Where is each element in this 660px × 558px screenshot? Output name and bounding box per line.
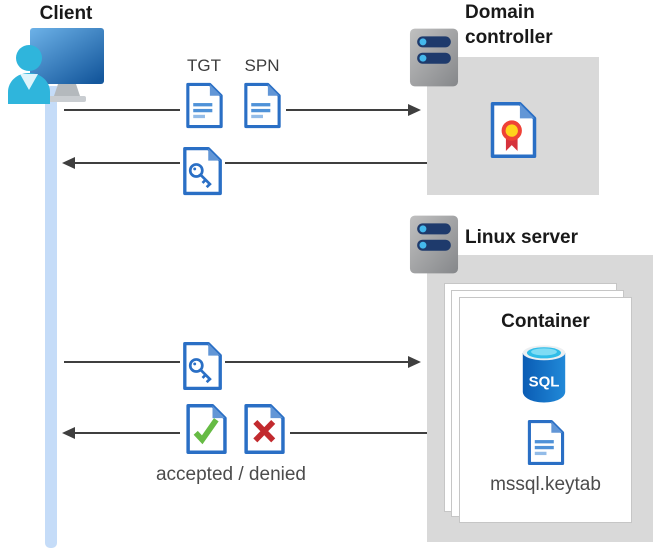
arrow-client-to-server-head-icon — [408, 356, 421, 368]
accepted-denied-label: accepted / denied — [155, 464, 306, 485]
monitor-icon — [30, 28, 104, 84]
domain-controller-server-icon — [409, 28, 459, 87]
spn-document-icon — [244, 82, 281, 129]
certificate-icon — [490, 102, 537, 158]
linux-server-label: Linux server — [465, 227, 578, 248]
client-label: Client — [39, 3, 93, 24]
arrow-server-to-client-head-icon — [62, 427, 75, 439]
arrow-dc-to-client-head-icon — [62, 157, 75, 169]
keytab-file-icon — [527, 419, 565, 466]
arrow-client-to-dc-line-left — [64, 109, 180, 111]
arrow-server-to-client-line-left — [74, 432, 180, 434]
sql-database-icon: SQL — [522, 345, 566, 403]
tgt-document-icon — [186, 82, 223, 129]
linux-server-icon — [409, 215, 459, 274]
arrow-client-to-dc-head-icon — [408, 104, 421, 116]
container-label: Container — [501, 311, 590, 332]
user-icon — [8, 45, 50, 104]
arrow-dc-to-client-line-right — [225, 162, 427, 164]
spn-label: SPN — [244, 56, 280, 75]
tgt-label: TGT — [187, 56, 221, 75]
sql-badge-label: SQL — [529, 373, 560, 390]
arrow-client-to-dc-line-right — [286, 109, 410, 111]
domain-controller-label: Domain controller — [465, 2, 553, 48]
ticket-key-document-icon — [183, 146, 222, 196]
client-lifeline — [45, 86, 57, 548]
client-computer-user-icon — [8, 28, 104, 104]
arrow-client-to-server-line-left — [64, 361, 180, 363]
keytab-file-label: mssql.keytab — [490, 474, 601, 495]
container-card-front — [459, 297, 632, 523]
denied-document-icon — [244, 403, 285, 455]
accepted-document-icon — [186, 403, 227, 455]
arrow-client-to-server-line-right — [225, 361, 410, 363]
service-ticket-key-document-icon — [183, 341, 222, 391]
arrow-server-to-client-line-right — [290, 432, 427, 434]
arrow-dc-to-client-line-left — [74, 162, 180, 164]
